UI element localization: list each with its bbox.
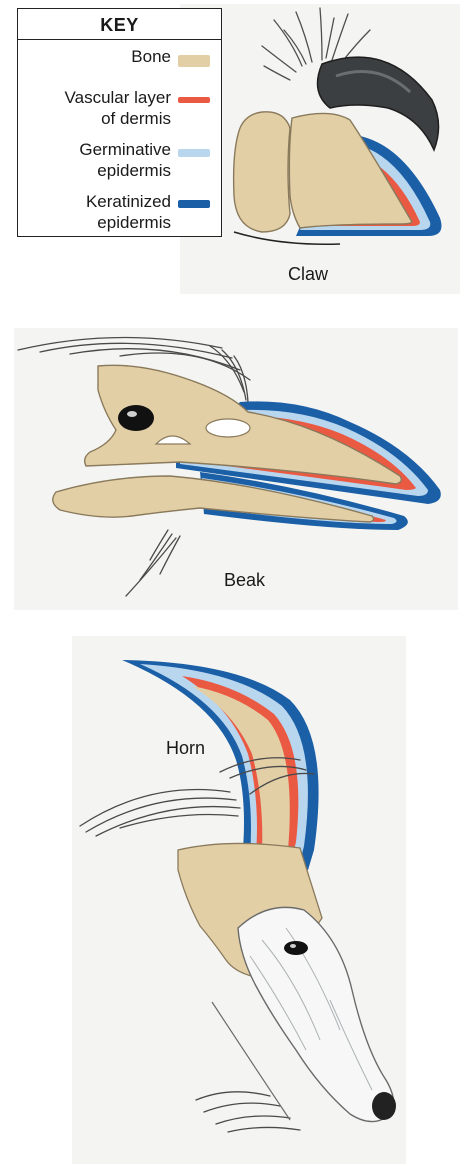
- key-divider: [18, 39, 221, 40]
- claw-caption: Claw: [288, 264, 328, 285]
- key-swatch-bone: [178, 55, 210, 67]
- horn-illustration: [80, 660, 396, 1132]
- key-label-germinative: Germinative epidermis: [79, 139, 171, 181]
- horn-eye: [284, 941, 308, 955]
- key-swatch-keratinized: [178, 200, 210, 208]
- beak-illustration: [18, 337, 441, 596]
- key-swatch-vascular: [178, 97, 210, 103]
- key-swatch-germinative: [178, 149, 210, 157]
- beak-nasal-opening: [206, 419, 250, 437]
- horn-nose: [372, 1092, 396, 1120]
- claw-illustration: [234, 8, 442, 244]
- claw-proximal-bone: [234, 112, 290, 232]
- beak-eye: [118, 405, 154, 431]
- key-title: KEY: [18, 15, 221, 36]
- key-label-keratinized: Keratinized epidermis: [86, 191, 171, 233]
- key-legend: KEY Bone Vascular layer of dermis Germin…: [17, 8, 222, 237]
- beak-caption: Beak: [224, 570, 265, 591]
- horn-caption: Horn: [166, 738, 205, 759]
- horn-face: [238, 907, 394, 1121]
- key-label-bone: Bone: [131, 46, 171, 67]
- key-label-vascular: Vascular layer of dermis: [65, 87, 171, 129]
